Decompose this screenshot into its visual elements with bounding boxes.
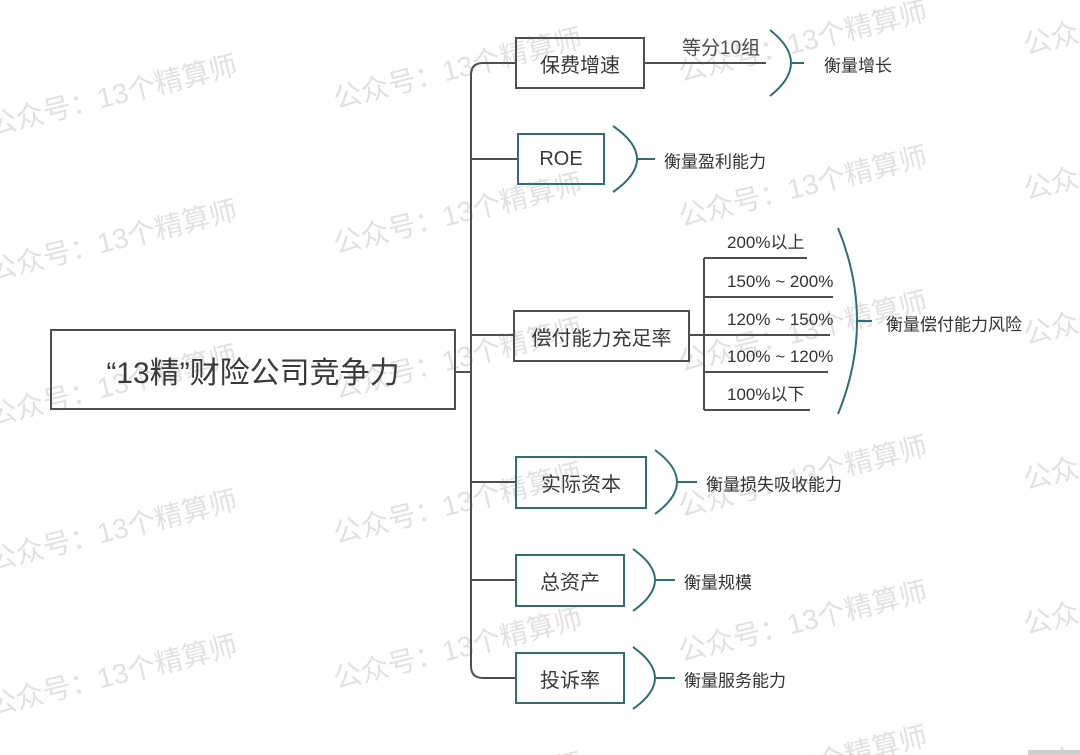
brace-premium-growth-icon [769,29,804,97]
node-roe[interactable]: ROE [517,133,605,185]
brace-complaint-rate-icon [632,646,675,710]
note-service: 衡量服务能力 [684,671,786,691]
root-node-competitiveness[interactable]: “13精”财险公司竞争力 [50,329,456,410]
note-profitability: 衡量盈利能力 [664,152,766,172]
node-solvency-ratio[interactable]: 偿付能力充足率 [513,310,690,362]
edge-label-deciles: 等分10组 [682,38,761,59]
node-premium-growth[interactable]: 保费增速 [515,37,645,89]
brace-solvency-icon [837,227,872,415]
brace-actual-capital-icon [654,449,697,515]
sub-node-120-150[interactable]: 120% ~ 150% [727,310,834,329]
connector-trunk-top [470,62,515,372]
node-actual-capital[interactable]: 实际资本 [515,456,647,509]
note-solvency-risk: 衡量偿付能力风险 [886,315,1022,335]
node-total-assets[interactable]: 总资产 [515,554,625,607]
sub-node-150-200[interactable]: 150% ~ 200% [727,272,834,291]
note-scale: 衡量规模 [684,573,752,593]
node-complaint-rate[interactable]: 投诉率 [515,652,625,704]
note-growth: 衡量增长 [824,56,892,76]
sub-node-above-200[interactable]: 200%以上 [727,233,805,252]
connector-trunk-bottom [470,372,515,679]
sub-node-below-100[interactable]: 100%以下 [727,385,805,404]
note-loss-absorption: 衡量损失吸收能力 [706,475,842,495]
horizontal-scrollbar[interactable] [1028,750,1080,755]
brace-roe-icon [612,125,655,193]
sub-node-100-120[interactable]: 100% ~ 120% [727,347,834,366]
brace-total-assets-icon [632,548,675,612]
